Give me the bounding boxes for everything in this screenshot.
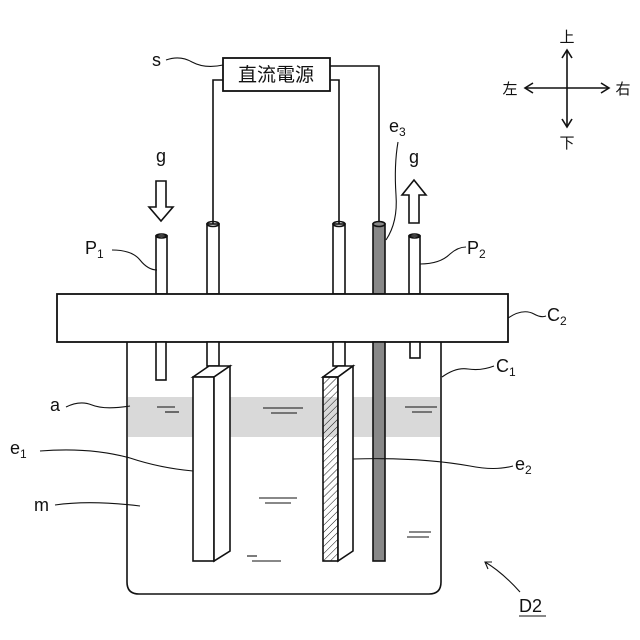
dir-left-label: 左 <box>502 80 517 98</box>
p2-label: P2 <box>467 238 486 261</box>
layer-a-band <box>128 397 440 437</box>
p1-label: P1 <box>85 238 104 261</box>
gas-inlet-arrow <box>149 181 173 221</box>
c1-label: C1 <box>496 356 516 379</box>
lid-c2 <box>57 294 508 342</box>
dir-down-label: 下 <box>559 134 574 152</box>
e2-label: e2 <box>515 454 532 477</box>
dir-right-label: 右 <box>615 80 630 98</box>
e3-leader <box>386 142 398 240</box>
e1-leader <box>40 450 193 471</box>
above-lid <box>156 222 420 295</box>
direction-compass <box>525 50 609 127</box>
device-label: D2 <box>519 596 542 616</box>
c2-label: C2 <box>547 305 567 328</box>
dir-up-label: 上 <box>559 28 574 46</box>
medium-m-label: m <box>34 495 49 515</box>
container-c1 <box>127 340 441 594</box>
c2-leader <box>508 312 546 318</box>
gas-outlet-label: g <box>409 147 419 167</box>
power-supply-leader <box>166 58 223 67</box>
gas-inlet-label: g <box>156 146 166 166</box>
power-supply-ref: s <box>152 50 161 70</box>
p1-leader <box>112 250 157 270</box>
gas-outlet-arrow <box>402 180 426 223</box>
power-supply-label: 直流電源 <box>238 64 314 86</box>
e1-label: e1 <box>10 438 27 461</box>
device-pointer <box>485 562 520 592</box>
layer-a-leader <box>66 403 130 408</box>
e3-label: e3 <box>389 116 406 139</box>
p2-leader <box>420 247 466 264</box>
layer-a-label: a <box>50 395 61 415</box>
electrode-e1 <box>193 366 230 561</box>
c1-leader <box>442 366 494 377</box>
electrode-e2 <box>323 366 353 561</box>
